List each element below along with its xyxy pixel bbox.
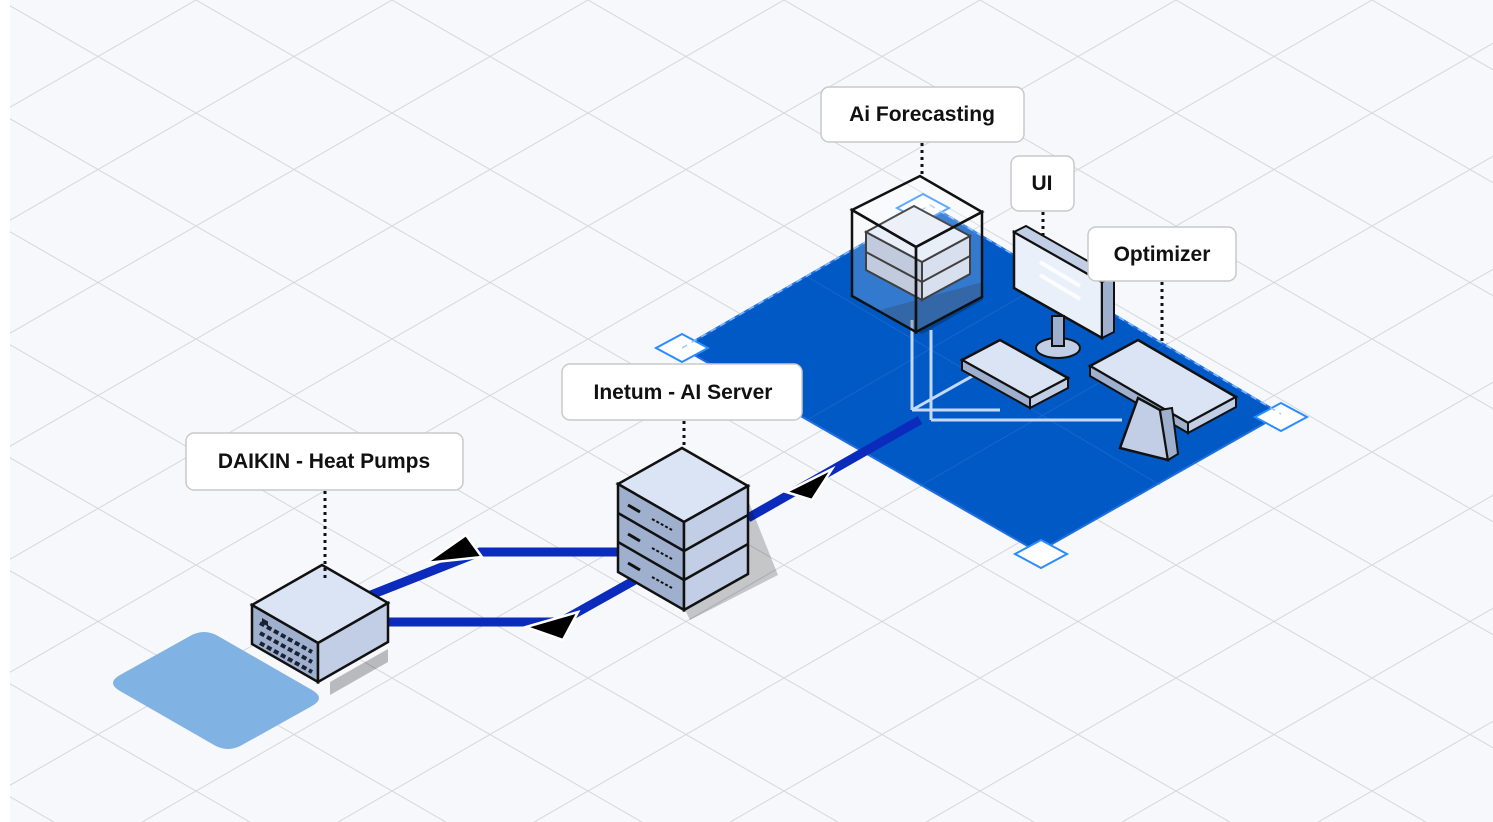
arrowhead-icon <box>782 465 836 502</box>
callout-forecasting[interactable]: Ai Forecasting <box>820 86 1025 143</box>
table-icon[interactable] <box>1087 338 1239 462</box>
edge-forecasting-inetum[interactable] <box>745 416 923 522</box>
network-switch-icon[interactable] <box>249 563 391 695</box>
callout-daikin[interactable]: DAIKIN - Heat Pumps <box>185 432 464 491</box>
selection-handle-right[interactable] <box>1252 401 1310 433</box>
ui-label: UI <box>1032 172 1053 195</box>
keyboard-icon[interactable] <box>959 338 1071 410</box>
switch-ports <box>262 618 268 627</box>
arrowhead-icon <box>425 533 485 565</box>
daikin-label: DAIKIN - Heat Pumps <box>218 450 430 473</box>
forecasting-label: Ai Forecasting <box>849 103 995 126</box>
callout-optimizer[interactable]: Optimizer <box>1087 226 1237 282</box>
server-rack-icon[interactable] <box>615 446 778 620</box>
edge-inetum-daikin[interactable] <box>351 547 617 607</box>
leader-lines <box>323 143 1164 578</box>
selection-guide <box>681 204 1282 415</box>
callout-ui[interactable]: UI <box>1010 155 1075 212</box>
arrowhead-icon <box>521 609 581 642</box>
optimizer-label: Optimizer <box>1114 243 1211 266</box>
server-cube-icon[interactable] <box>849 174 985 335</box>
ground-pad <box>113 632 319 749</box>
arrowheads <box>425 465 836 642</box>
selection-handle-bottom[interactable] <box>1012 538 1070 570</box>
callout-inetum[interactable]: Inetum - AI Server <box>561 363 803 421</box>
inetum-label: Inetum - AI Server <box>594 381 773 404</box>
